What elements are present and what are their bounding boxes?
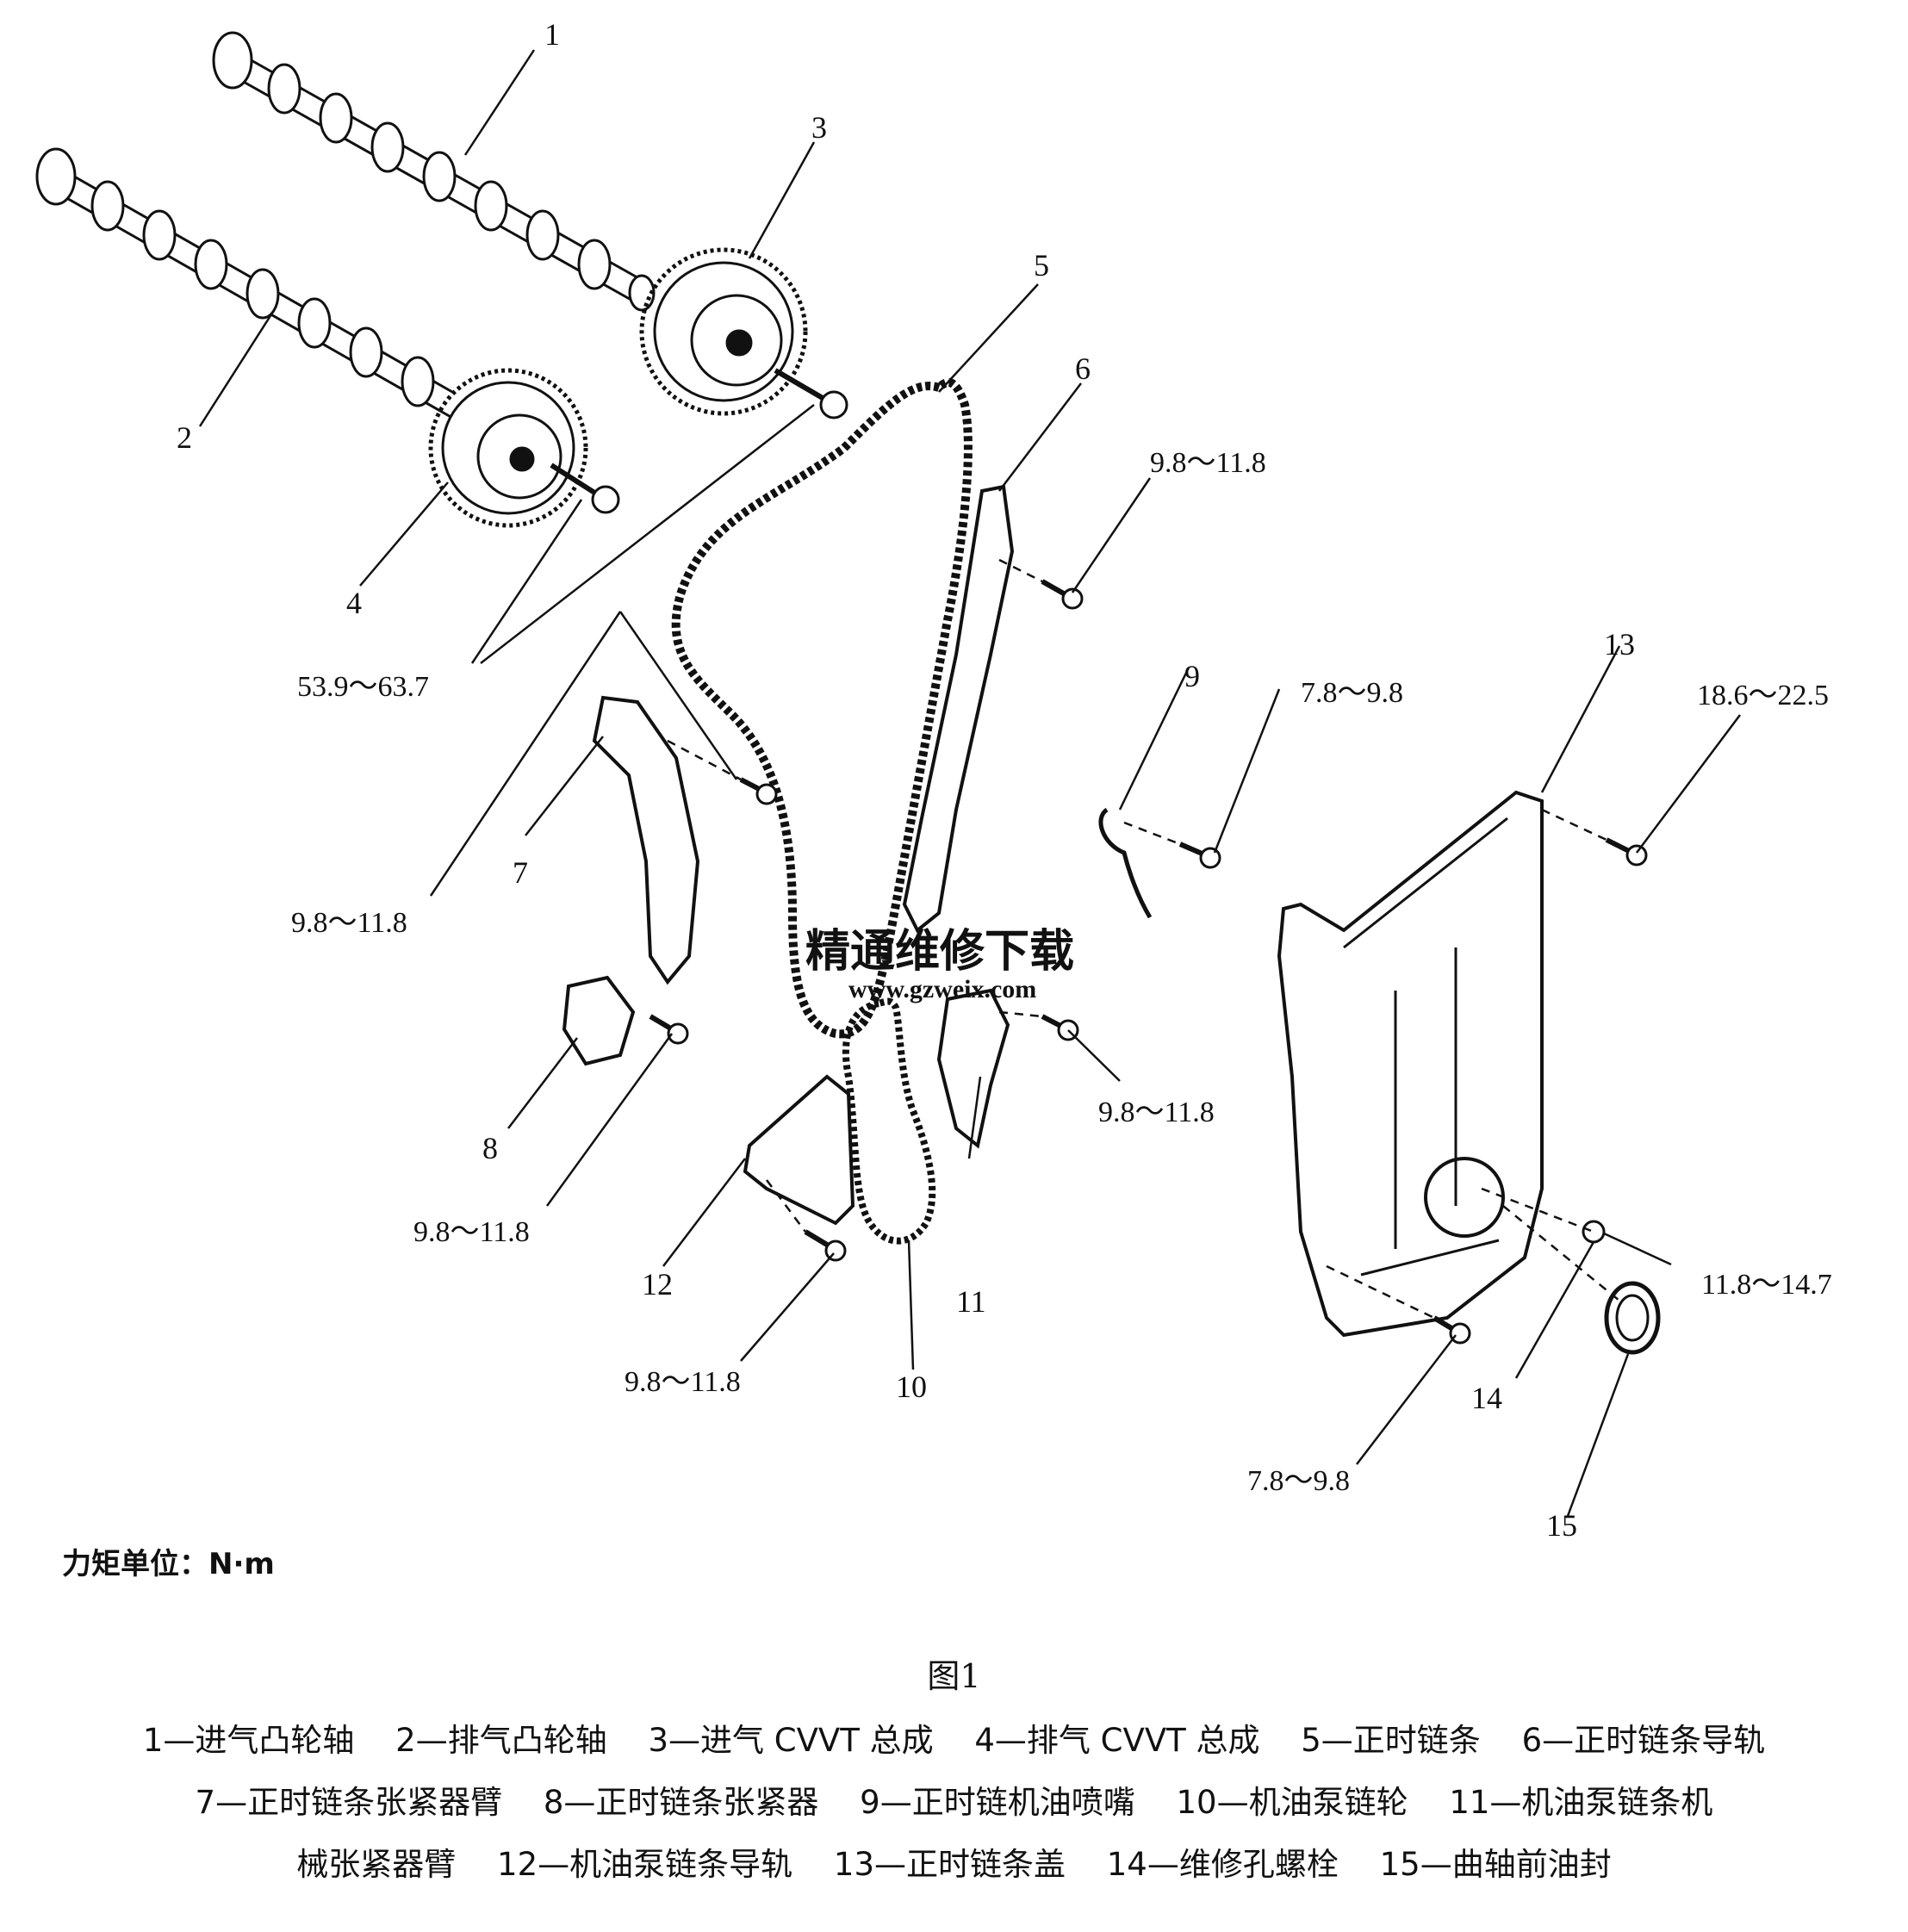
torque-unit-label: 力矩单位：N·m	[62, 1547, 275, 1581]
legend-item: 14—维修孔螺栓	[1106, 1846, 1339, 1883]
timing-chain-exploded-diagram: 1 2 3 4 5 6 7 8 9 10 11 12 13 14 15 53.9…	[35, 17, 1832, 1543]
watermark-url: www.gzweix.com	[848, 975, 1036, 1003]
part-label-6: 6	[1075, 351, 1091, 386]
parts-legend: 1—进气凸轮轴 2—排气凸轮轴 3—进气 CVVT 总成 4—排气 CVVT 总…	[34, 1710, 1874, 1896]
part-label-12: 12	[642, 1267, 673, 1301]
torque-label-cover-14: 11.8～14.7	[1701, 1269, 1832, 1301]
chain-tensioner	[562, 975, 636, 1066]
assembly-lines	[667, 558, 1620, 1320]
torque-label-tensioner8: 9.8～11.8	[413, 1216, 530, 1248]
part-label-5: 5	[1034, 248, 1049, 283]
timing-chain-cover	[1277, 790, 1544, 1338]
bolt	[1433, 1315, 1471, 1345]
legend-item: 7—正时链条张紧器臂	[195, 1784, 503, 1821]
exhaust-camshaft	[35, 147, 459, 419]
legend-item: 5—正时链条	[1301, 1722, 1481, 1759]
legend-item: 10—机油泵链轮	[1176, 1784, 1408, 1821]
cvvt-bolt	[550, 463, 620, 514]
legend-item: 6—正时链条导轨	[1521, 1722, 1766, 1759]
bolt	[804, 1229, 847, 1262]
torque-label-cover-top: 18.6～22.5	[1697, 680, 1829, 711]
part-label-4: 4	[346, 586, 362, 620]
part-label-9: 9	[1184, 659, 1200, 693]
torque-label-guide12: 9.8～11.8	[625, 1366, 741, 1398]
bolt	[1041, 579, 1084, 610]
part-label-14: 14	[1471, 1381, 1502, 1415]
torque-label-cvvt: 53.9～63.7	[297, 671, 429, 703]
bolt	[1041, 1014, 1079, 1041]
part-label-13: 13	[1604, 627, 1635, 662]
part-label-8: 8	[482, 1131, 498, 1165]
legend-item: 13—正时链条盖	[833, 1846, 1066, 1883]
legend-item: 12—机油泵链条导轨	[497, 1846, 793, 1883]
part-label-10: 10	[896, 1370, 927, 1404]
legend-row: 1—进气凸轮轴 2—排气凸轮轴 3—进气 CVVT 总成 4—排气 CVVT 总…	[34, 1710, 1874, 1772]
legend-item: 9—正时链机油喷嘴	[860, 1784, 1135, 1821]
oil-jet	[1098, 807, 1153, 919]
figure-title: 图1	[927, 1657, 981, 1695]
torque-label-arm7: 9.8～11.8	[291, 907, 407, 939]
watermark-text: 精通维修下载	[805, 927, 1074, 977]
legend-item: 11—机油泵链条机	[1449, 1784, 1713, 1821]
part-label-11: 11	[956, 1284, 986, 1319]
intake-camshaft	[212, 31, 656, 312]
part-label-2: 2	[177, 420, 192, 455]
torque-label-guide6: 9.8～11.8	[1150, 447, 1266, 479]
legend-item: 1—进气凸轮轴	[142, 1722, 355, 1759]
part-label-15: 15	[1546, 1508, 1577, 1543]
torque-label-jet9: 7.8～9.8	[1301, 677, 1403, 709]
legend-row: 7—正时链条张紧器臂 8—正时链条张紧器 9—正时链机油喷嘴 10—机油泵链轮 …	[34, 1772, 1874, 1834]
legend-item: 3—进气 CVVT 总成	[648, 1722, 934, 1759]
leader-lines	[198, 49, 1741, 1517]
cvvt-bolt	[774, 368, 848, 419]
timing-chain-cover-detail	[1343, 817, 1508, 1277]
tensioner-arm	[592, 695, 700, 985]
part-label-1: 1	[544, 17, 560, 52]
legend-item: 15—曲轴前油封	[1379, 1846, 1612, 1883]
bolt	[739, 777, 778, 805]
oil-pump-tensioner-arm	[936, 988, 1010, 1149]
bolt	[649, 1014, 689, 1045]
legend-item: 械张紧器臂	[296, 1846, 457, 1883]
oil-pump-chain	[842, 997, 936, 1245]
torque-label-arm11: 9.8～11.8	[1098, 1096, 1215, 1128]
intake-cvvt-sprocket	[639, 247, 808, 416]
legend-row: 械张紧器臂 12—机油泵链条导轨 13—正时链条盖 14—维修孔螺栓 15—曲轴…	[34, 1834, 1874, 1896]
bolt	[1605, 837, 1648, 867]
oil-pump-chain-guide	[743, 1074, 855, 1226]
exhaust-cvvt-sprocket	[428, 368, 588, 528]
bolt	[1178, 842, 1221, 869]
crankshaft-front-oil-seal	[1604, 1281, 1661, 1355]
legend-item: 8—正时链条张紧器	[543, 1784, 819, 1821]
legend-item: 4—排气 CVVT 总成	[974, 1722, 1260, 1759]
part-label-7: 7	[513, 855, 528, 890]
part-label-3: 3	[811, 110, 827, 145]
service-hole-bolt	[1582, 1220, 1606, 1244]
torque-label-cover-bottom: 7.8～9.8	[1247, 1465, 1350, 1497]
legend-item: 2—排气凸轮轴	[395, 1722, 607, 1759]
timing-chain-guide	[902, 484, 1015, 934]
